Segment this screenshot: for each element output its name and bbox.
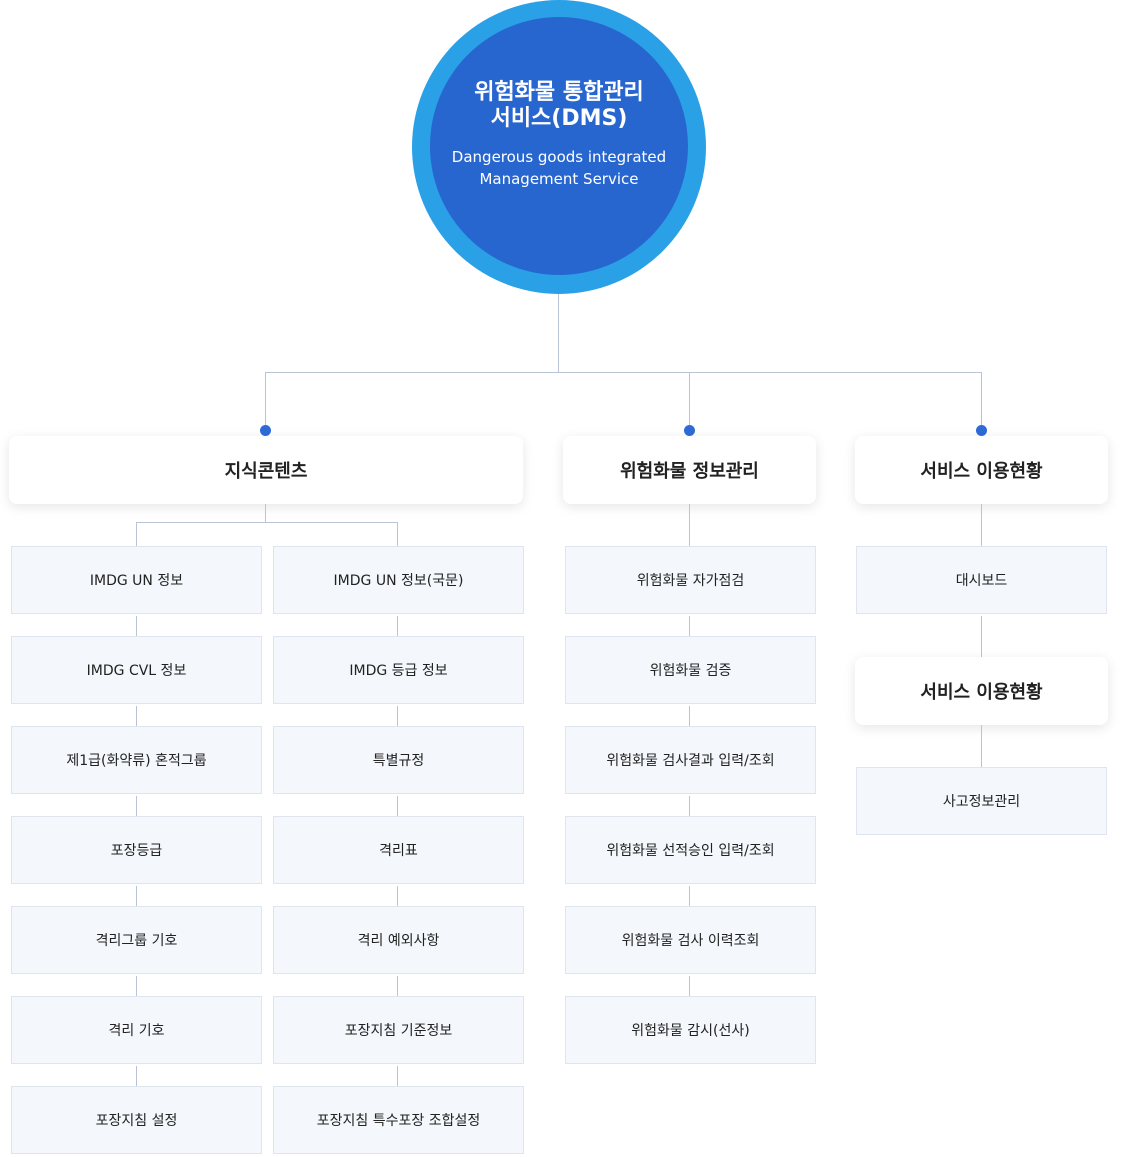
info-item[interactable]: 위험화물 검사결과 입력/조회 — [565, 726, 816, 794]
service-item-accident[interactable]: 사고정보관리 — [856, 767, 1107, 835]
service-stem — [981, 504, 982, 546]
knowledge-stem — [265, 504, 266, 522]
root-node: 위험화물 통합관리 서비스(DMS) Dangerous goods integ… — [430, 17, 688, 275]
service-item-dashboard[interactable]: 대시보드 — [856, 546, 1107, 614]
connector-line — [689, 706, 690, 726]
connector-line — [981, 616, 982, 657]
knowledge-left-drop — [136, 522, 137, 546]
category-info-label: 위험화물 정보관리 — [620, 461, 759, 482]
knowledge-left-item[interactable]: 포장등급 — [11, 816, 262, 884]
knowledge-left-item[interactable]: 격리 기호 — [11, 996, 262, 1064]
connector-line — [981, 725, 982, 767]
connector-line — [689, 976, 690, 996]
info-item[interactable]: 위험화물 검증 — [565, 636, 816, 704]
knowledge-right-item[interactable]: 격리표 — [273, 816, 524, 884]
category-service-sub: 서비스 이용현황 — [855, 657, 1108, 725]
knowledge-left-item[interactable]: IMDG UN 정보 — [11, 546, 262, 614]
knowledge-right-item[interactable]: 포장지침 특수포장 조합설정 — [273, 1086, 524, 1154]
root-title-line2: 서비스(DMS) — [490, 106, 628, 131]
knowledge-right-item[interactable]: 특별규정 — [273, 726, 524, 794]
category-knowledge: 지식콘텐츠 — [9, 436, 523, 504]
category-info: 위험화물 정보관리 — [563, 436, 816, 504]
knowledge-right-item[interactable]: 격리 예외사항 — [273, 906, 524, 974]
category-service-label: 서비스 이용현황 — [920, 461, 1043, 482]
connector-dot-service — [976, 425, 987, 436]
category-service: 서비스 이용현황 — [855, 436, 1108, 504]
info-item[interactable]: 위험화물 검사 이력조회 — [565, 906, 816, 974]
knowledge-left-item[interactable]: 격리그룹 기호 — [11, 906, 262, 974]
connector-line — [136, 616, 137, 636]
root-title-line1: 위험화물 통합관리 — [474, 80, 644, 105]
connector-line — [397, 886, 398, 906]
connector-line — [689, 616, 690, 636]
info-stem — [689, 504, 690, 546]
connector-line — [136, 1066, 137, 1086]
knowledge-split-bar — [136, 522, 398, 523]
knowledge-left-item[interactable]: IMDG CVL 정보 — [11, 636, 262, 704]
connector-dot-knowledge — [260, 425, 271, 436]
connector-line — [136, 886, 137, 906]
knowledge-right-item[interactable]: IMDG UN 정보(국문) — [273, 546, 524, 614]
connector-line — [397, 616, 398, 636]
connector-line — [397, 796, 398, 816]
connector-line — [136, 796, 137, 816]
branch-drop-info — [689, 372, 690, 430]
connector-dot-info — [684, 425, 695, 436]
connector-line — [397, 976, 398, 996]
connector-line — [136, 976, 137, 996]
knowledge-left-item[interactable]: 제1급(화약류) 혼적그룹 — [11, 726, 262, 794]
category-knowledge-label: 지식콘텐츠 — [224, 461, 308, 482]
connector-line — [689, 796, 690, 816]
knowledge-right-item[interactable]: IMDG 등급 정보 — [273, 636, 524, 704]
info-item[interactable]: 위험화물 선적승인 입력/조회 — [565, 816, 816, 884]
branch-bar — [265, 372, 982, 373]
root-subtitle-line2: Management Service — [479, 170, 639, 188]
branch-drop-knowledge — [265, 372, 266, 430]
info-item[interactable]: 위험화물 자가점검 — [565, 546, 816, 614]
connector-line — [397, 1066, 398, 1086]
knowledge-right-drop — [397, 522, 398, 546]
knowledge-left-item[interactable]: 포장지침 설정 — [11, 1086, 262, 1154]
branch-drop-service — [981, 372, 982, 430]
connector-line — [397, 706, 398, 726]
category-service-sub-label: 서비스 이용현황 — [920, 682, 1043, 703]
info-item[interactable]: 위험화물 감시(선사) — [565, 996, 816, 1064]
knowledge-right-item[interactable]: 포장지침 기준정보 — [273, 996, 524, 1064]
trunk-line — [558, 294, 559, 372]
connector-line — [689, 886, 690, 906]
root-subtitle-line1: Dangerous goods integrated — [451, 148, 667, 166]
connector-line — [136, 706, 137, 726]
